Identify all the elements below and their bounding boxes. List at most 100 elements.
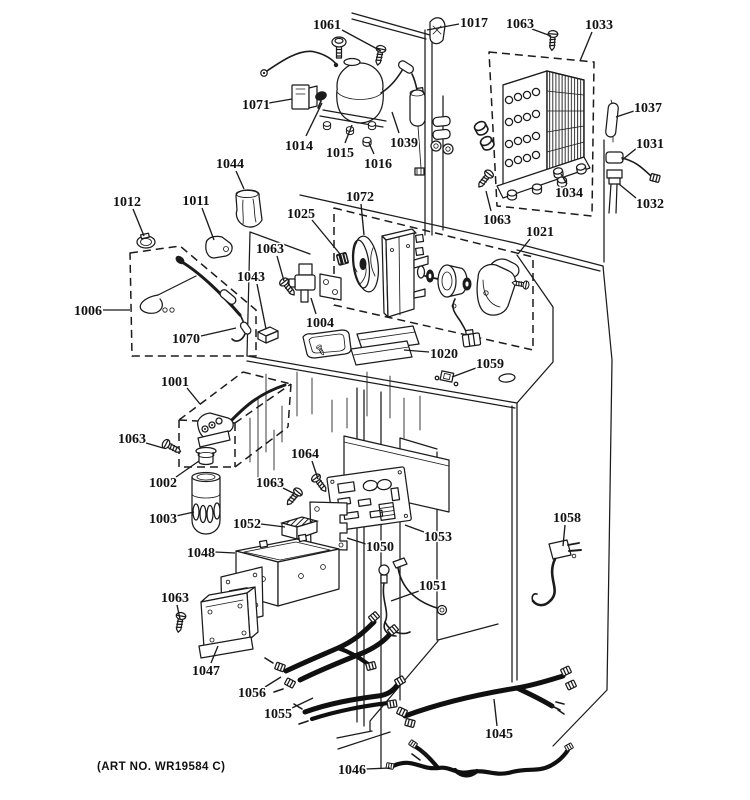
art-number: (ART NO. WR19584 C) [97, 761, 225, 773]
callout-leader-1015 [344, 124, 353, 144]
callout-label-1070: 1070 [172, 332, 200, 347]
callout-leader-1032 [618, 183, 637, 199]
callout-label-1001: 1001 [161, 375, 189, 390]
callout-label-1003: 1003 [149, 512, 177, 527]
callout-label-1063: 1063 [118, 432, 146, 447]
water-valve-1004 [294, 274, 316, 291]
heater-terminal-1032 [606, 169, 623, 179]
callout-label-1047: 1047 [192, 664, 220, 679]
callout-leader-1058 [562, 524, 566, 547]
callout-label-1063: 1063 [256, 476, 284, 491]
housing-1048 [235, 533, 340, 607]
condenser-tube-loops [504, 87, 541, 168]
callout-label-1061: 1061 [313, 18, 341, 33]
callout-leader-1063 [176, 604, 181, 620]
clip-1043 [257, 326, 279, 344]
callout-leader-1012 [132, 208, 145, 237]
callout-label-1016: 1016 [364, 157, 392, 172]
screw [331, 36, 347, 59]
callout-label-1046: 1046 [338, 763, 366, 778]
filter-drier-1037 [605, 102, 619, 138]
callout-label-1059: 1059 [476, 357, 504, 372]
callout-label-1011: 1011 [182, 194, 209, 209]
group-box-1021 [333, 207, 534, 351]
inverter-1047 [198, 586, 259, 659]
callout-leader-1045 [493, 698, 498, 727]
main-control-board-1053 [326, 466, 412, 532]
callout-label-1015: 1015 [326, 146, 354, 161]
callout-leader-1063 [276, 255, 285, 282]
harness-1046 [385, 739, 575, 778]
callout-label-1072: 1072 [346, 190, 374, 205]
water-filter-group [160, 371, 292, 535]
callout-leader-1047 [210, 645, 219, 664]
harness-1045 [395, 665, 578, 729]
clip-1059 [439, 370, 455, 383]
right-small-parts [605, 99, 661, 214]
filter-adapter-1002 [195, 446, 217, 466]
callout-label-1063: 1063 [506, 17, 534, 32]
tube-end-1070 [239, 321, 252, 335]
motor-bracket [476, 258, 520, 316]
callout-leader-1059 [451, 367, 477, 378]
callout-leader-1072 [360, 203, 365, 236]
condenser-coils-face [502, 70, 548, 187]
callout-label-1051: 1051 [419, 579, 447, 594]
screw-1063 [172, 611, 187, 634]
callout-label-1004: 1004 [306, 316, 334, 331]
inverter-group [172, 533, 340, 659]
platform-hole [498, 373, 516, 383]
callout-leader-1025 [311, 219, 341, 255]
compressor-group [260, 36, 454, 176]
callout-label-1058: 1058 [553, 511, 581, 526]
callout-leader-1063 [145, 442, 164, 449]
callout-leader-1003 [175, 511, 195, 517]
tube-assembly-group [129, 189, 263, 357]
control-board-group [279, 435, 450, 551]
callout-label-1043: 1043 [237, 270, 265, 285]
callout-leader-1002 [175, 460, 200, 478]
screw-1063 [546, 29, 559, 52]
fan-shroud [381, 228, 429, 318]
terminal-cover-1014 [315, 91, 327, 101]
screw-1064 [309, 471, 331, 495]
hose-clamp-1012 [136, 232, 156, 249]
callout-leader-1061 [341, 29, 382, 52]
check-valve [219, 289, 237, 305]
filter-cartridge-1003 [191, 471, 221, 535]
callout-leader-1011 [201, 207, 215, 241]
callout-leader-1063 [531, 28, 552, 37]
callout-leader-1021 [517, 238, 531, 255]
sleeve-1044 [235, 189, 263, 228]
callout-label-1020: 1020 [430, 347, 458, 362]
callout-leader-1048 [214, 551, 236, 554]
callout-label-1055: 1055 [264, 707, 292, 722]
sensor-1051 [378, 557, 448, 637]
callout-leader-1063 [485, 190, 492, 212]
condenser-group [472, 29, 595, 217]
callout-label-1025: 1025 [287, 207, 315, 222]
callout-label-1063: 1063 [161, 591, 189, 606]
callout-leader-1063 [282, 487, 300, 497]
callout-leader-1020 [403, 349, 430, 353]
fan-motor [416, 264, 472, 298]
condenser-fins [546, 70, 585, 173]
callout-label-1032: 1032 [636, 197, 664, 212]
filter-tube [224, 383, 287, 428]
callout-leader-1051 [390, 590, 420, 602]
power-cord-1058 [531, 539, 582, 607]
fan-assembly-group [333, 207, 534, 351]
callout-leader-1050 [346, 537, 367, 545]
harness-1056 [264, 610, 400, 693]
callout-leader-1055 [291, 697, 314, 709]
callout-leader-1046 [365, 767, 391, 770]
valve-solenoid [298, 263, 313, 276]
callout-label-1031: 1031 [636, 137, 664, 152]
under-platform-hatching [249, 371, 421, 479]
callout-label-1039: 1039 [390, 136, 418, 151]
small-tube [157, 275, 197, 296]
callout-leader-1056 [264, 676, 282, 688]
callout-leader-1004 [310, 297, 317, 315]
